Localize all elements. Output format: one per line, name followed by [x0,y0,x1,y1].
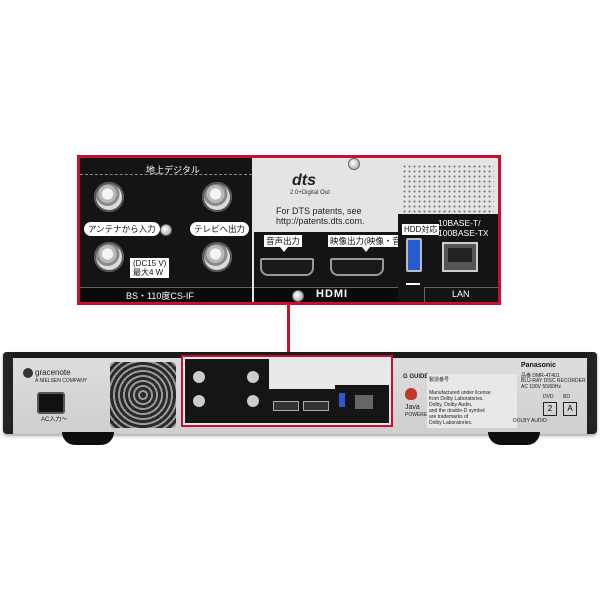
tv-out-connector-2[interactable] [202,242,232,272]
mini-usb-port [339,393,345,407]
gracenote-icon [23,368,33,378]
mini-connector-3 [193,395,205,407]
right-foot [488,432,540,445]
dolby-text-6: Dolby Laboratories. [429,420,473,426]
connector-line [287,302,290,354]
dc-label-box: (DC15 V) 最大4 W [130,258,170,278]
dts-patent-line1: For DTS patents, see [276,206,362,216]
dolby-audio-logo: DOLBY AUDIO [513,418,547,424]
dolby-text-3: Dolby, Dolby Audio, [429,402,473,408]
product-line: BLU-RAY DISC RECORDER [521,378,586,384]
terrestrial-label: 地上デジタル [146,165,200,175]
dolby-text-1: Manufactured under license [429,390,491,396]
left-foot [62,432,114,445]
lan-label: LAN [452,289,470,299]
video-audio-out-label: 映像出力(映像・音声) [328,235,415,247]
lan-spec-line2: 100BASE-TX [438,228,489,238]
panasonic-logo: Panasonic [521,362,557,369]
spec-line: AC 100V 50/60Hz [521,384,562,390]
tv-out-connector[interactable] [202,182,232,212]
lan-label-strip [424,287,498,302]
bs-label: BS・110度CS-IF [126,291,194,301]
label-sticker [427,374,517,428]
antenna-in-label: アンテナから入力 [84,222,160,236]
zoomed-rear-panel: 地上デジタル アンテナから入力 テレビへ出力 (DC15 V) 最大4 W BS… [77,155,501,305]
model-line: 品番 DMR-4T401 [521,373,560,379]
java-icon [405,388,417,400]
hdmi-logo-strip [254,287,400,302]
lan-port-inner [448,248,472,262]
bs-cs-connector[interactable] [94,242,124,272]
gracenote-sub: A NIELSEN COMPANY [35,378,88,384]
mini-connector-4 [247,395,259,407]
hdmi-video-port[interactable] [330,258,384,276]
bd-region-badge: A [563,402,577,416]
lan-spec-line1: 10BASE-T/ [438,218,481,228]
device-left-edge [3,352,13,434]
dc-label-line2: 最大4 W [133,268,164,277]
ac-inlet[interactable] [37,392,65,414]
usb-port[interactable] [406,238,422,272]
device-right-edge [587,352,597,434]
java-sub: POWERED [405,412,431,418]
hdmi-audio-port[interactable] [260,258,314,276]
bs-label-strip [80,287,252,302]
mini-lan-port [355,395,373,409]
recorder-rear: gracenote A NIELSEN COMPANY AC入力～ G GUID… [3,352,597,434]
mini-hdmi-port-2 [303,401,329,411]
divider-line [80,174,252,175]
dts-subtitle: 2.0+Digital Out [290,190,330,196]
bottom-screw [292,290,304,302]
arrow-down-icon-2 [362,247,370,252]
gracenote-logo: gracenote [35,368,71,377]
dolby-text-2: from Dolby Laboratories. [429,396,484,402]
dvd-label: DVD [543,394,554,400]
ac-label: AC入力～ [41,417,68,423]
made-line: 製造番号 [429,377,450,383]
antenna-in-connector[interactable] [94,182,124,212]
hdd-label: HDD対応 [402,224,440,235]
usb-icon [406,276,420,285]
dvd-region-badge: 2 [543,402,557,416]
dts-patent-line2: http://patents.dts.com. [276,216,365,226]
dc-label-line1: (DC15 V) [133,259,167,268]
vent-grill [402,164,494,214]
hdmi-logo: HDMI [316,288,349,300]
mini-connector [193,371,205,383]
dolby-text-5: are trademarks of [429,414,469,420]
dolby-text-4: and the double-D symbol [429,408,485,414]
bd-label: BD [563,394,570,400]
dts-logo: dts [292,172,316,189]
top-screw [348,158,360,170]
mini-hdmi-port [273,401,299,411]
audio-out-label: 音声出力 [264,235,303,247]
mini-rear-panel [181,355,393,427]
tv-out-label: テレビへ出力 [190,222,250,236]
mini-connector-2 [247,371,259,383]
cooling-fan [110,362,176,428]
g-guide-logo: G GUIDE [403,374,429,380]
arrow-down-icon [280,247,288,252]
panel-screw [160,224,172,236]
java-logo: Java [405,404,420,411]
mini-antenna-block [185,359,269,423]
